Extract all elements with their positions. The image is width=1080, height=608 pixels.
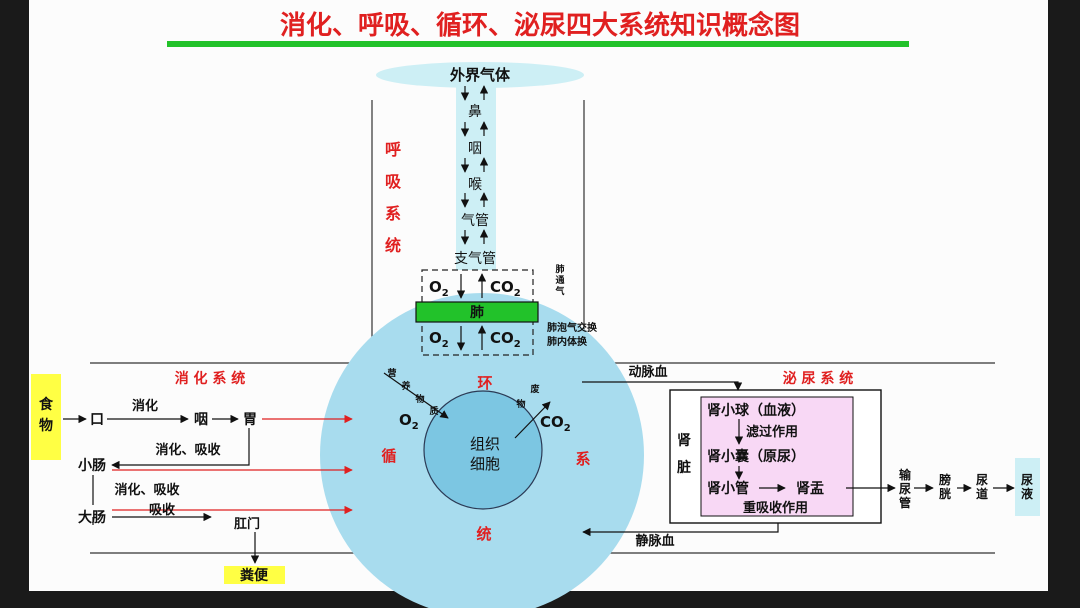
respiratory-char: 系: [385, 204, 401, 223]
nose-label: 鼻: [468, 103, 482, 120]
lung-ventilation-char: 通: [555, 274, 564, 286]
urethra-label: 尿 道: [976, 472, 988, 501]
lung-ventilation-char: 气: [554, 285, 564, 297]
alveolar-exchange-line1: 肺泡气交换: [547, 321, 598, 334]
outside-air-label: 外界气体: [449, 66, 511, 84]
bladder-label: 膀 胱: [938, 472, 951, 501]
bladder-char: 胱: [939, 486, 951, 501]
respiratory-char: 吸: [385, 172, 402, 191]
digestive-system-title: 消 化 系 统: [175, 370, 246, 387]
respiratory-char: 呼: [385, 140, 401, 159]
circulation-char-left: 循: [381, 447, 396, 465]
stomach-label: 胃: [243, 412, 257, 428]
lung-ventilation-char: 肺: [555, 263, 564, 275]
kidney-char: 脏: [677, 459, 691, 476]
cell-label-line1: 组织: [470, 435, 500, 453]
urine-char: 液: [1021, 486, 1033, 501]
trachea-label: 气管: [461, 213, 489, 229]
absorption-arrows: [112, 414, 353, 515]
o2-lower: O2: [429, 329, 449, 350]
larynx-label: 喉: [468, 177, 482, 193]
kidney-char: 肾: [677, 433, 691, 449]
reabsorption-label: 重吸收作用: [743, 500, 808, 516]
bronchi-label: 支气管: [454, 251, 496, 267]
digestion-label: 消化: [132, 398, 158, 414]
title-underline: [167, 41, 909, 47]
circulation-char-right: 系: [575, 450, 590, 468]
o2-upper: O2: [429, 278, 449, 299]
urinary-system-title: 泌 尿 系 统: [783, 370, 854, 387]
feces-box: [224, 566, 285, 584]
pelvis-label: 肾盂: [796, 481, 824, 497]
small-intestine-label: 小肠: [78, 458, 106, 474]
lung-label: 肺: [470, 305, 484, 321]
food-box: [31, 374, 61, 460]
glomerulus-label: 肾小球（血液）: [707, 402, 805, 419]
venous-blood-label: 静脉血: [635, 533, 674, 549]
urine-char: 尿: [1021, 472, 1033, 487]
digestive-arrows: [63, 414, 260, 564]
food-char: 物: [39, 417, 53, 434]
cell-label-line2: 细胞: [470, 455, 500, 473]
feces-label: 粪便: [240, 567, 269, 584]
circulation-char-bottom: 统: [476, 525, 491, 543]
waste-char: 物: [516, 398, 525, 410]
waste-char: 废: [530, 383, 539, 395]
digest-absorb-label-1: 消化、吸收: [155, 442, 221, 458]
waste-label: 废 物: [516, 383, 539, 410]
urethra-char: 尿: [976, 472, 988, 487]
urine-box: [1015, 458, 1040, 516]
co2-upper: CO2: [490, 278, 521, 299]
arterial-blood-label: 动脉血: [628, 364, 667, 380]
nutrients-char: 质: [429, 405, 438, 417]
nutrients-label: 营 养 物 质: [387, 367, 438, 417]
blood-flow-arrows: [582, 381, 779, 537]
co2-lower: CO2: [490, 329, 521, 350]
circulation-char-top: 环: [477, 374, 492, 392]
alveolar-exchange-line2: 肺内体换: [547, 335, 588, 348]
co2-cell: CO2: [540, 413, 571, 434]
airway-arrows: [456, 85, 489, 351]
nutrients-char: 营: [387, 367, 396, 379]
ureter-char: 管: [899, 495, 911, 510]
outside-air-cloud: [376, 62, 584, 88]
anus-label: 肛门: [234, 516, 260, 532]
filtration-label: 滤过作用: [746, 424, 798, 440]
respiratory-char: 统: [385, 236, 401, 255]
capsule-label: 肾小囊（原尿）: [707, 448, 805, 465]
nephron-box: [700, 396, 854, 517]
nutrients-char: 养: [400, 380, 410, 392]
ureter-char: 尿: [899, 481, 911, 496]
digest-absorb-label-2: 消化、吸收: [114, 482, 180, 498]
urine-label: 尿 液: [1021, 472, 1033, 501]
food-char: 食: [39, 396, 54, 413]
nutrients-char: 物: [415, 393, 424, 405]
cell-exchange-arrows: [383, 372, 551, 439]
mouth-label: 口: [90, 412, 104, 428]
tissue-cell: [423, 390, 543, 510]
absorb-label: 吸收: [149, 502, 176, 518]
tubule-label: 肾小管: [707, 480, 749, 497]
ureter-char: 输: [899, 467, 912, 482]
pharynx-digestive-label: 咽: [194, 412, 208, 428]
page-title: 消化、呼吸、循环、泌尿四大系统知识概念图: [280, 10, 800, 41]
o2-cell: O2: [399, 411, 419, 432]
pharynx-label: 咽: [468, 141, 482, 157]
urinary-arrows: [734, 419, 1015, 493]
respiratory-system-label: 呼 吸 系 统: [385, 140, 402, 255]
large-intestine-label: 大肠: [78, 509, 106, 526]
lung-ventilation-label: 肺 通 气: [554, 263, 564, 297]
bladder-char: 膀: [938, 472, 951, 487]
urethra-char: 道: [976, 486, 988, 501]
ureter-label: 输 尿 管: [899, 467, 912, 510]
lung-bar: [415, 301, 539, 323]
